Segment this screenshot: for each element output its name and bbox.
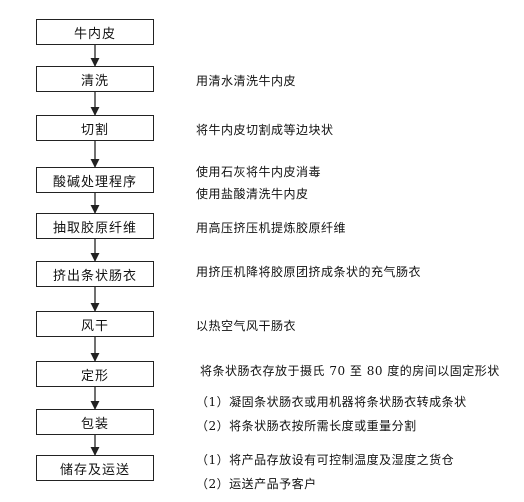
step-box-1: 牛内皮 [36, 19, 154, 45]
step-note: 将条状肠衣存放于摄氏 70 至 80 度的房间以固定形状 [200, 364, 500, 378]
step-label: 酸碱处理程序 [52, 174, 137, 190]
step-box-9: 包装 [36, 409, 154, 435]
step-note: 用挤压机降将胶原团挤成条状的充气肠衣 [196, 265, 422, 279]
step-label: 牛内皮 [73, 26, 116, 42]
step-label: 切割 [80, 122, 109, 138]
step-box-7: 风干 [36, 311, 154, 337]
step-label: 定形 [80, 368, 109, 384]
step-note: 将牛内皮切割成等边块状 [196, 123, 334, 137]
step-box-3: 切割 [36, 115, 154, 141]
step-note: 用高压挤压机提炼胶原纤维 [196, 221, 347, 235]
step-note: 用清水清洗牛内皮 [196, 74, 297, 88]
step-box-4: 酸碱处理程序 [36, 167, 154, 193]
step-box-10: 储存及运送 [36, 455, 154, 481]
step-box-8: 定形 [36, 361, 154, 387]
step-box-6: 挤出条状肠衣 [36, 261, 154, 287]
step-note: （1）将产品存放设有可控制温度及湿度之货仓 [196, 453, 455, 467]
step-note: （1）凝固条状肠衣或用机器将条状肠衣转成条状 [196, 395, 467, 409]
step-box-2: 清洗 [36, 66, 154, 92]
step-note: 使用盐酸清洗牛内皮 [196, 187, 309, 201]
step-note: 使用石灰将牛内皮消毒 [196, 165, 322, 179]
step-note: 以热空气风干肠衣 [196, 319, 297, 333]
step-label: 挤出条状肠衣 [52, 268, 137, 284]
step-label: 储存及运送 [59, 462, 130, 478]
step-note: （2）将条状肠衣按所需长度或重量分割 [196, 419, 417, 433]
step-label: 抽取胶原纤维 [52, 220, 137, 236]
step-label: 风干 [80, 318, 109, 334]
step-box-5: 抽取胶原纤维 [36, 213, 154, 239]
step-label: 包装 [80, 416, 109, 432]
step-label: 清洗 [80, 73, 109, 89]
step-note: （2）运送产品予客户 [196, 477, 317, 491]
